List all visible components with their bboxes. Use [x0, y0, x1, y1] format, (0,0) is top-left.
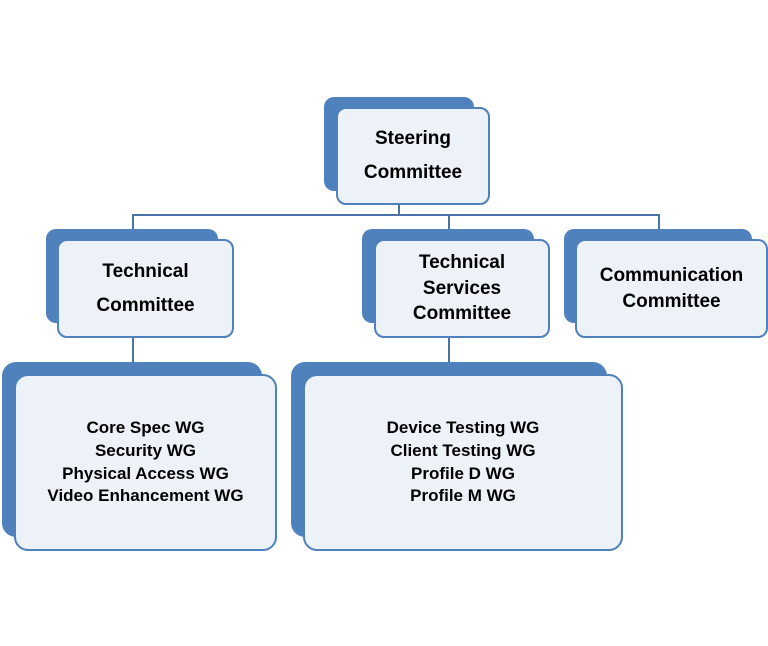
technical-services-committee-line3: Committee: [412, 303, 512, 325]
list-item-device-testing-wg: Device Testing WG: [386, 418, 540, 438]
connector-services-to-wgs: [448, 338, 450, 362]
technical-committee-box: Technical Committee: [57, 239, 234, 338]
technical-services-committee-line1: Technical: [418, 252, 506, 274]
technical-services-committee-box: Technical Services Committee: [374, 239, 550, 338]
technical-committee-line1: Technical: [102, 260, 189, 282]
list-item-profile-m-wg: Profile M WG: [410, 486, 516, 506]
list-item-physical-access-wg: Physical Access WG: [62, 463, 229, 483]
connector-to-communication: [658, 214, 660, 230]
steering-committee-line1: Steering: [374, 128, 452, 150]
connector-technical-to-wgs: [132, 338, 134, 362]
steering-committee-line2: Committee: [363, 162, 463, 183]
communication-committee-box: Communication Committee: [575, 239, 768, 338]
technical-wgs-list: Core Spec WG Security WG Physical Access…: [47, 417, 243, 507]
list-item-core-spec-wg: Core Spec WG: [86, 418, 205, 438]
services-wgs-box: Device Testing WG Client Testing WG Prof…: [303, 374, 623, 551]
communication-committee-line2: Committee: [622, 290, 721, 312]
steering-committee-box: Steering Committee: [336, 107, 490, 205]
connector-horizontal-bus: [132, 214, 660, 216]
technical-services-committee-line2: Services: [422, 277, 502, 299]
list-item-video-enhancement-wg: Video Enhancement WG: [47, 486, 244, 506]
communication-committee-line1: Communication: [599, 264, 744, 286]
connector-to-technical: [132, 214, 134, 230]
list-item-client-testing-wg: Client Testing WG: [390, 440, 536, 460]
list-item-security-wg: Security WG: [94, 440, 197, 460]
services-wgs-list: Device Testing WG Client Testing WG Prof…: [387, 417, 540, 507]
connector-to-technical-services: [448, 214, 450, 230]
technical-committee-line2: Committee: [96, 294, 195, 316]
connector-steering-down: [398, 204, 400, 215]
technical-wgs-box: Core Spec WG Security WG Physical Access…: [14, 374, 277, 551]
list-item-profile-d-wg: Profile D WG: [411, 463, 515, 483]
